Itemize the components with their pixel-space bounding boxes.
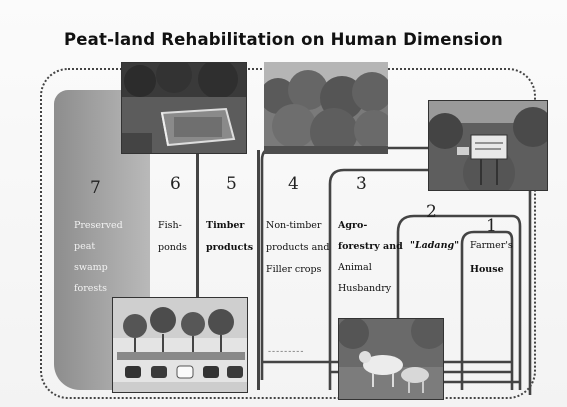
zone-2-label: "Ladang" [410,238,459,253]
zone-3-number: 3 [356,174,367,194]
zone-4-label: Non-timber products and Filler crops [266,218,329,277]
zone-7-label-line: peat [74,241,96,252]
zone-3-label-line: Agro- [338,220,368,231]
zone-7-label-line: swamp [74,262,108,273]
zone-6-label: Fish- ponds [158,218,187,255]
zone-7-label-line: forests [74,283,107,294]
zone-3-label-line: forestry and [338,241,403,252]
curve-zone-2 [396,214,522,390]
zone-3-label-line: Husbandry [338,283,392,294]
zone-4-label-line: Filler crops [266,264,322,275]
dashed-mark: --------- [268,347,305,357]
zone-1-label: Farmer's House [470,238,513,277]
forest-photo [264,62,388,154]
slide-title: Peat-land Rehabilitation on Human Dimens… [63,30,504,49]
zone-3-label: Agro- forestry and Animal Husbandry [338,218,403,296]
zone-7-label-line: Preserved [74,220,123,231]
divider-6-5 [196,150,199,390]
zone-7-number: 7 [90,178,101,198]
zone-7-label: Preserved peat swamp forests [74,218,123,296]
zone-4-number: 4 [288,174,299,194]
zone-6-label-line: ponds [158,242,187,253]
zone-5-number: 5 [226,174,237,194]
signboard-photo [428,100,548,191]
animals-photo [338,318,444,400]
zone-5-label: Timber products [206,218,253,255]
zone-4-label-line: products and [266,242,330,253]
curve-zone-1 [460,230,514,390]
zone-4-label-line: Non-timber [266,220,322,231]
seedlings-photo [112,297,248,393]
zone-5-label-line: Timber [206,220,245,231]
fishpond-photo [121,62,247,154]
curve-zone-3 [328,168,430,390]
zone-1-number: 1 [486,216,497,236]
zone-3-label-line: Animal [338,262,372,273]
zone-6-number: 6 [170,174,181,194]
zone-1-label-line: Farmer's [470,240,513,251]
zone-6-label-line: Fish- [158,220,182,231]
zone-1-label-line: House [470,264,504,275]
zone-2-label-line: "Ladang" [410,240,460,251]
divider-5-4 [257,150,260,390]
zone-5-label-line: products [206,242,254,253]
zone-2-number: 2 [426,202,437,222]
